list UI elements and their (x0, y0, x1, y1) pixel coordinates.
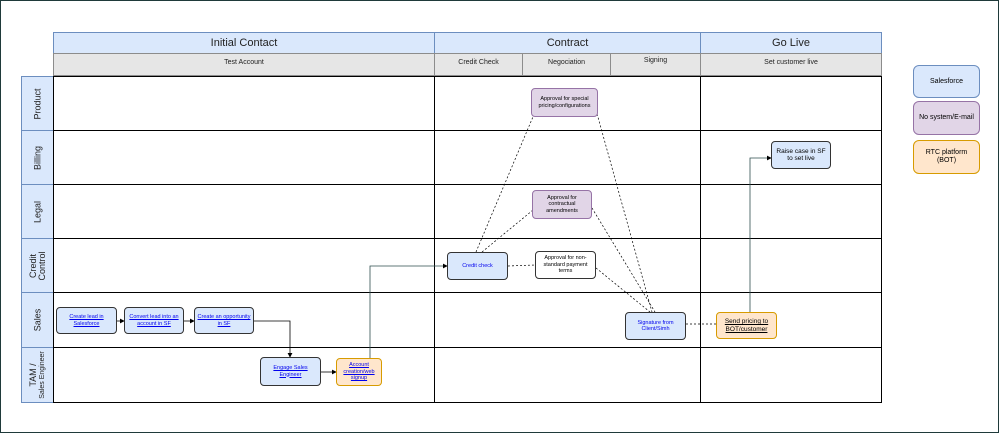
subphase-label: Set customer live (764, 59, 818, 66)
subphase-label: Negociation (548, 59, 585, 66)
node-label: Raise case in SF to set live (776, 147, 826, 163)
node-create-lead[interactable]: Create lead in Salesforce (56, 307, 117, 334)
node-approval-contractual[interactable]: Approval for contractual amendments (532, 190, 592, 219)
lane-tam (53, 347, 882, 403)
subphase-label: Credit Check (458, 59, 499, 66)
node-convert-lead[interactable]: Convert lead into an account in SF (124, 307, 184, 334)
node-account-creation[interactable]: Account creation/web signup (336, 358, 382, 386)
legend-label: No system/E-mail (919, 114, 974, 121)
phase-label: Contract (546, 37, 589, 49)
lane-header-sales: Sales (21, 292, 54, 348)
node-label[interactable]: Engage Sales Engineer (273, 365, 308, 378)
edge-account-creation-to-credit-check (369, 263, 448, 358)
phase-divider (700, 76, 701, 403)
node-label: Approval for non-standard payment terms (543, 255, 588, 275)
subphase-set-customer-live: Set customer live (700, 53, 882, 76)
lane-legal (53, 184, 882, 239)
node-label: Approval for special pricing/configurati… (538, 96, 591, 109)
node-raise-case[interactable]: Raise case in SF to set live (771, 141, 831, 169)
phase-label: Go Live (772, 37, 810, 49)
legend-salesforce: Salesforce (913, 65, 980, 98)
subphase-label: Test Account (224, 59, 264, 66)
node-label[interactable]: Send pricing to BOT/customer (724, 318, 769, 333)
subphase-label: Signing (643, 57, 668, 64)
edge-approval-pricing-to-signature (595, 109, 653, 313)
edge-approval-contractual-to-signature (591, 207, 656, 313)
lane-header-tam: TAM /Sales Engineer (21, 347, 54, 403)
node-create-opportunity[interactable]: Create an opportunity in SF (194, 307, 254, 334)
legend-rtc-platform: RTC platform (BOT) (913, 140, 980, 174)
edge-send-pricing-to-raise-case (749, 155, 772, 312)
legend-label: Salesforce (929, 77, 964, 85)
node-label[interactable]: Create lead in Salesforce (69, 314, 104, 327)
phase-divider (434, 76, 435, 403)
node-signature[interactable]: Signature from Client/Simh (625, 312, 686, 340)
node-label[interactable]: Convert lead into an account in SF (129, 314, 179, 327)
phase-label: Initial Contact (210, 37, 278, 49)
node-label: Approval for contractual amendments (546, 194, 578, 214)
node-label: Credit check (462, 262, 493, 269)
subphase-credit-check: Credit Check (434, 53, 523, 76)
lane-header-billing: Billing (21, 130, 54, 185)
node-label[interactable]: Create an opportunity in SF (197, 314, 251, 327)
subphase-negociation: Negociation (522, 53, 611, 76)
edge-approval-payment-to-signature (595, 267, 651, 313)
node-approval-pricing[interactable]: Approval for special pricing/configurati… (531, 88, 598, 117)
edge-opportunity-to-engage-se (254, 320, 293, 358)
legend-label: RTC platform (BOT) (925, 149, 968, 164)
node-credit-check[interactable]: Credit check (447, 252, 508, 280)
legend-no-system: No system/E-mail (913, 101, 980, 135)
edge-credit-check-to-approval-pricing (475, 111, 536, 253)
node-approval-payment[interactable]: Approval for non-standard payment terms (535, 251, 596, 279)
node-label: Signature from Client/Simh (637, 319, 674, 333)
edge-credit-check-to-approval-contractual (481, 209, 534, 253)
edge-credit-check-to-approval-payment (507, 264, 536, 267)
node-engage-sales-engineer[interactable]: Engage Sales Engineer (260, 357, 321, 386)
node-send-pricing[interactable]: Send pricing to BOT/customer (716, 312, 777, 339)
lane-billing (53, 130, 882, 185)
node-label[interactable]: Account creation/web signup (343, 362, 375, 382)
lane-product (53, 76, 882, 131)
